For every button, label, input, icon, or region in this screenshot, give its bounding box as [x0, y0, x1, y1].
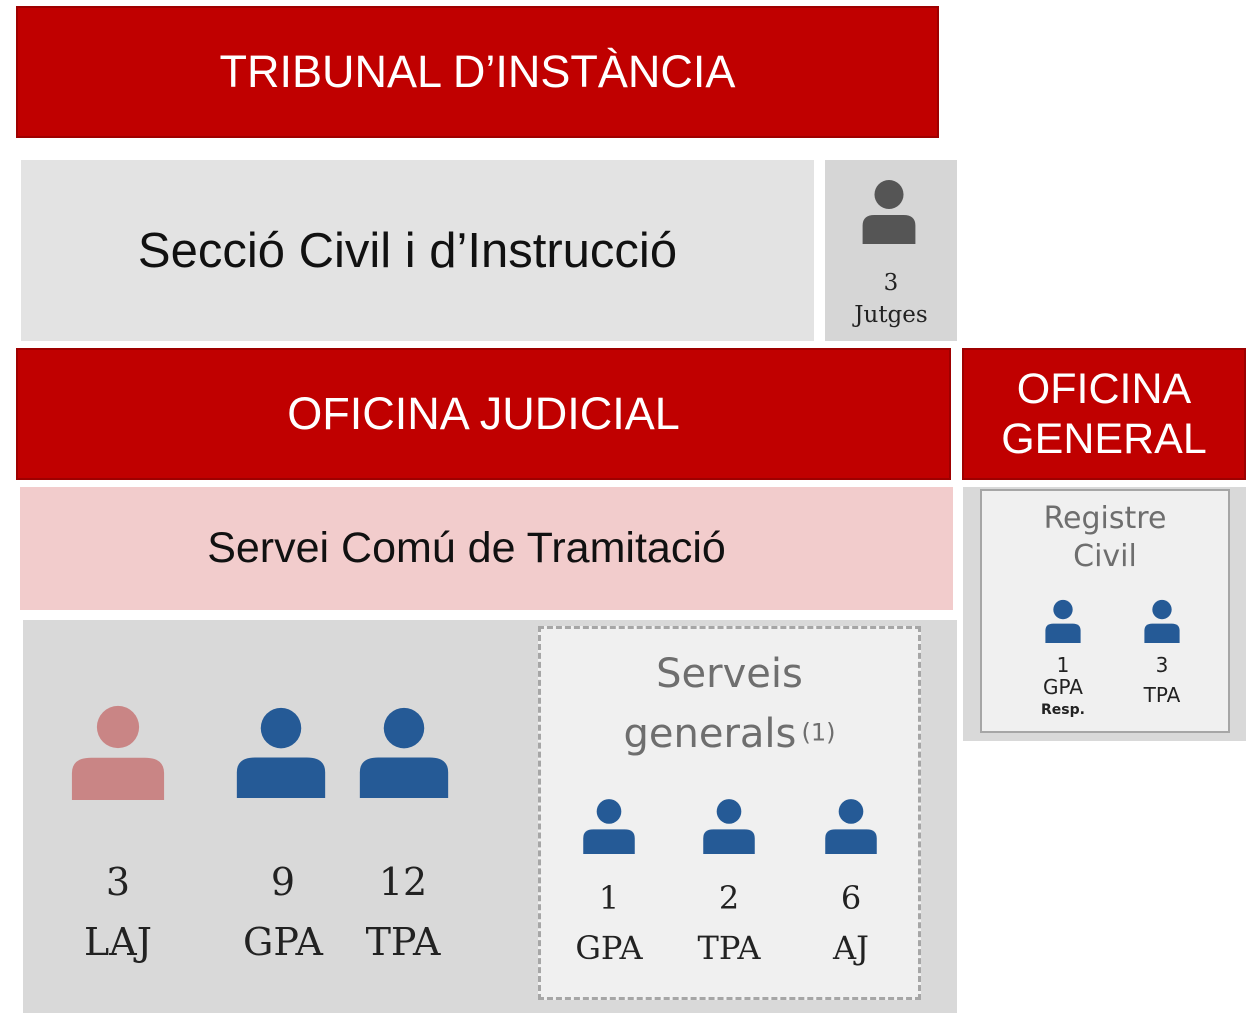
person-icon	[583, 799, 635, 854]
person-icon	[825, 799, 877, 854]
laj-label: LAJ	[84, 920, 152, 964]
tpa-count: 12	[378, 860, 428, 904]
sg-tpa-count: 2	[718, 879, 740, 917]
sg-gpa-count: 1	[598, 879, 620, 917]
footnote-mark: (1)	[801, 718, 836, 747]
person-icon	[1144, 599, 1180, 643]
registre-title-line1: Registre	[1043, 501, 1167, 536]
registre-gpa-count: 1	[1056, 653, 1070, 677]
oficina-judicial-banner: OFICINA JUDICIAL	[16, 348, 951, 480]
seccio-title: Secció Civil i d’Instrucció	[137, 223, 678, 278]
sg-gpa-label: GPA	[575, 929, 643, 967]
registre-tpa-count: 3	[1155, 653, 1169, 677]
servei-comu-staff-panel: 3 LAJ 9 GPA 12 TPA Serveis generals (1) …	[23, 620, 957, 1013]
judges-count: 3	[883, 270, 899, 296]
gpa-count: 9	[270, 860, 296, 904]
judges-label: Jutges	[854, 302, 928, 328]
registre-tpa-label: TPA	[1143, 683, 1181, 707]
oficina-judicial-title: OFICINA JUDICIAL	[287, 388, 680, 439]
tpa-label: TPA	[365, 920, 441, 964]
sg-aj-count: 6	[840, 879, 862, 917]
serveis-generals-line2: generals	[623, 711, 797, 757]
tribunal-banner: TRIBUNAL D’INSTÀNCIA	[16, 6, 939, 138]
registre-gpa-sub: Resp.	[1041, 702, 1085, 718]
oficina-general-line1: OFICINA	[1016, 365, 1192, 413]
registre-civil-outer: Registre Civil 1 GPA Resp. 3 TPA	[963, 487, 1246, 741]
servei-comu-box: Servei Comú de Tramitació	[20, 487, 953, 610]
person-icon	[71, 705, 165, 800]
tribunal-title: TRIBUNAL D’INSTÀNCIA	[219, 46, 736, 97]
serveis-generals-box: Serveis generals (1) 1 GPA 2 TPA 6 AJ	[538, 626, 921, 1000]
registre-civil-box: Registre Civil 1 GPA Resp. 3 TPA	[980, 489, 1230, 733]
gpa-label: GPA	[243, 920, 323, 964]
servei-comu-title: Servei Comú de Tramitació	[207, 524, 726, 572]
person-icon	[236, 707, 326, 798]
oficina-general-line2: GENERAL	[1001, 415, 1207, 463]
oficina-general-banner: OFICINA GENERAL	[962, 348, 1246, 480]
sg-tpa-label: TPA	[697, 929, 761, 967]
person-icon	[1045, 599, 1081, 643]
serveis-generals-line2-wrap: generals (1)	[541, 711, 918, 757]
seccio-civil-box: Secció Civil i d’Instrucció	[21, 160, 814, 341]
person-icon	[359, 707, 449, 798]
registre-title-line2: Civil	[1073, 539, 1137, 574]
registre-gpa-label: GPA	[1043, 675, 1083, 699]
person-icon	[703, 799, 755, 854]
person-icon	[862, 179, 916, 244]
judges-box: 3 Jutges	[825, 160, 957, 341]
sg-aj-label: AJ	[833, 929, 869, 967]
serveis-generals-line1: Serveis	[656, 651, 803, 697]
laj-count: 3	[105, 860, 131, 904]
